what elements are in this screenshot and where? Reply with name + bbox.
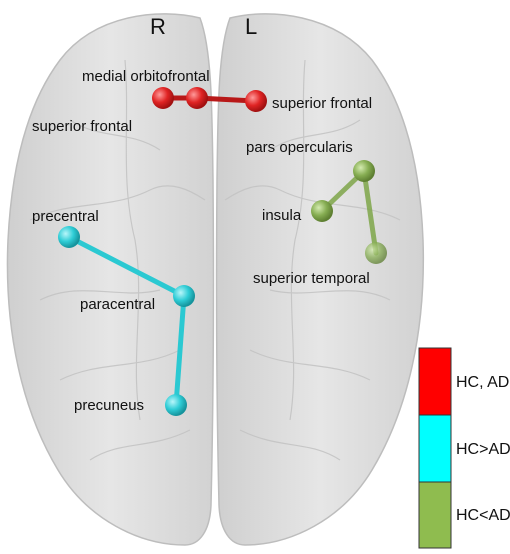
node-superior-frontal-left	[245, 90, 267, 112]
label-precentral: precentral	[32, 208, 99, 225]
hemisphere-label-right: R	[150, 14, 166, 39]
label-pars-opercularis: pars opercularis	[246, 139, 353, 156]
node-superior-temporal	[365, 242, 387, 264]
sulci-contours	[29, 59, 401, 461]
legend-label-hc-ad: HC, AD	[456, 374, 509, 391]
label-insula: insula	[262, 207, 302, 224]
label-superior-frontal-right: superior frontal	[32, 118, 132, 135]
legend-swatch-hc-ad	[418, 347, 452, 416]
legend-label-hc-gt-ad: HC>AD	[456, 441, 510, 458]
node-precuneus	[165, 394, 187, 416]
label-paracentral: paracentral	[80, 296, 155, 313]
right-hemisphere	[6, 13, 215, 546]
node-pars-opercularis	[353, 160, 375, 182]
label-medial-orbitofrontal: medial orbitofrontal	[82, 68, 210, 85]
label-superior-temporal: superior temporal	[253, 270, 370, 287]
label-precuneus: precuneus	[74, 397, 144, 414]
node-medial-orbitofrontal-right	[152, 87, 174, 109]
legend-swatch-hc-lt-ad	[418, 481, 452, 549]
label-superior-frontal-left: superior frontal	[272, 95, 372, 112]
node-precentral	[58, 226, 80, 248]
node-paracentral	[173, 285, 195, 307]
legend-label-hc-lt-ad: HC<AD	[456, 507, 510, 524]
legend-swatch-hc-gt-ad	[418, 414, 452, 483]
hemisphere-label-left: L	[245, 14, 257, 39]
left-hemisphere	[215, 13, 425, 546]
cyan-edges	[66, 234, 187, 408]
node-insula	[311, 200, 333, 222]
node-medial-orbitofrontal-left	[186, 87, 208, 109]
legend: HC, AD HC>AD HC<AD	[418, 347, 510, 549]
